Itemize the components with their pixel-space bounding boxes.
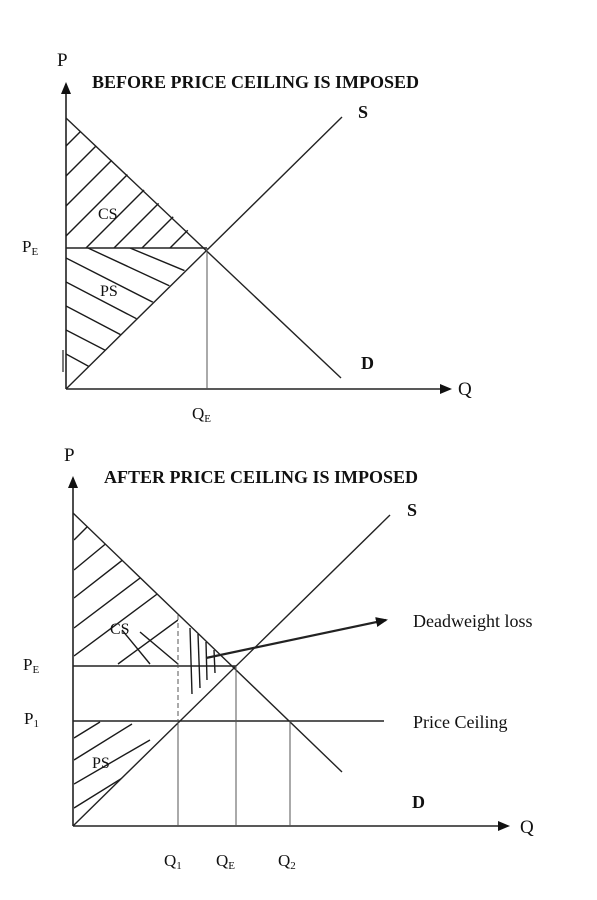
before-y-axis-label: P — [57, 50, 68, 71]
after-y-axis-label: P — [64, 445, 75, 466]
after-title: AFTER PRICE CEILING IS IMPOSED — [104, 467, 418, 487]
before-cs-hatching — [66, 118, 207, 248]
before-ps-label: PS — [100, 283, 118, 300]
price-ceiling-label: Price Ceiling — [413, 712, 507, 732]
after-diagram: P Q AFTER PRICE CEILING IS IMPOSED — [23, 445, 534, 872]
after-ps-hatching — [74, 721, 151, 809]
after-cs-label: CS — [110, 621, 130, 638]
before-demand-label: D — [361, 353, 374, 373]
before-x-axis-label: Q — [458, 379, 472, 400]
after-p1-label: P1 — [24, 709, 39, 730]
after-qe-label: QE — [216, 851, 235, 872]
deadweight-loss-arrow — [205, 617, 388, 660]
after-pe-label: PE — [23, 655, 39, 676]
after-q2-label: Q2 — [278, 851, 296, 872]
after-demand-curve — [72, 512, 343, 773]
after-cs-hatching — [74, 513, 178, 665]
after-supply-label: S — [407, 500, 417, 520]
before-supply-label: S — [358, 102, 368, 122]
deadweight-loss-label: Deadweight loss — [413, 611, 532, 631]
after-x-axis-label: Q — [520, 817, 534, 838]
after-ps-label: PS — [92, 755, 110, 772]
before-cs-label: CS — [98, 206, 118, 223]
before-title: BEFORE PRICE CEILING IS IMPOSED — [92, 72, 419, 92]
before-pe-label: PE — [22, 237, 38, 258]
after-q1-label: Q1 — [164, 851, 182, 872]
after-supply-curve — [72, 514, 391, 827]
before-supply-curve — [65, 116, 343, 390]
before-qe-label: QE — [192, 404, 211, 425]
before-diagram: P Q BEFORE PRICE CEILING IS IMPOSED — [22, 50, 472, 425]
deadweight-loss-hatching — [189, 627, 216, 695]
after-demand-label: D — [412, 792, 425, 812]
